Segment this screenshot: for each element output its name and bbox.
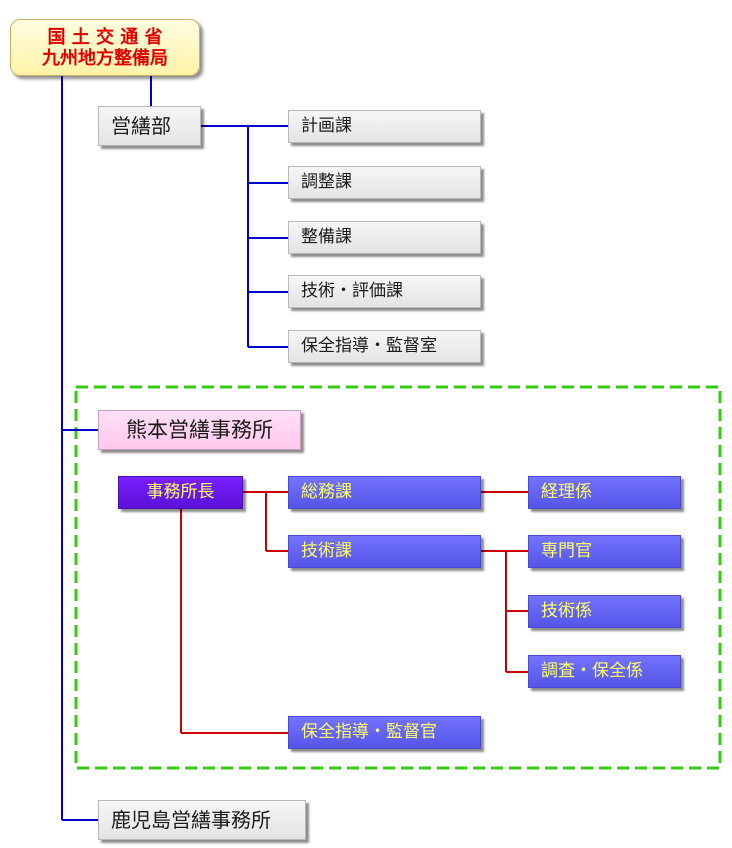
section-label: 技術・評価課 — [301, 281, 403, 301]
soumu-ka-label: 総務課 — [301, 482, 352, 502]
root-line-2: 九州地方整備局 — [42, 47, 168, 69]
soumu-ka-box: 総務課 — [288, 476, 481, 509]
section-label: 計画課 — [301, 116, 352, 136]
root-line-1: 国 土 交 通 省 — [47, 26, 163, 48]
gijutsu-ka-label: 技術課 — [301, 541, 352, 561]
root-ministry-box: 国 土 交 通 省 九州地方整備局 — [10, 19, 200, 76]
kumamoto-office-box: 熊本営繕事務所 — [98, 410, 301, 450]
eizen-bu-box: 営繕部 — [98, 106, 201, 146]
hozen-kan-label: 保全指導・監督官 — [301, 722, 437, 742]
section-label: 保全指導・監督室 — [301, 336, 437, 356]
eizen-bu-label: 営繕部 — [111, 114, 171, 138]
gijutsu-ka-box: 技術課 — [288, 535, 481, 568]
senmonkan-label: 専門官 — [541, 541, 592, 561]
chousa-hozen-kakari-box: 調査・保全係 — [528, 655, 681, 688]
section-label: 調整課 — [301, 172, 352, 192]
kumamoto-dashed-frame — [74, 385, 722, 770]
office-chief-box: 事務所長 — [118, 476, 243, 509]
section-box: 調整課 — [288, 166, 481, 199]
hozen-kan-box: 保全指導・監督官 — [288, 716, 481, 749]
section-box: 整備課 — [288, 221, 481, 254]
keiri-kakari-box: 経理係 — [528, 476, 681, 509]
section-box: 技術・評価課 — [288, 275, 481, 308]
keiri-kakari-label: 経理係 — [541, 482, 592, 502]
gijutsu-kakari-label: 技術係 — [541, 601, 592, 621]
section-label: 整備課 — [301, 227, 352, 247]
senmonkan-box: 専門官 — [528, 535, 681, 568]
kagoshima-office-box: 鹿児島営繕事務所 — [98, 800, 306, 840]
section-box: 計画課 — [288, 110, 481, 143]
red-connectors — [180, 491, 528, 734]
section-box: 保全指導・監督室 — [288, 330, 481, 363]
kumamoto-office-label: 熊本営繕事務所 — [126, 417, 273, 442]
office-chief-label: 事務所長 — [146, 482, 215, 502]
blue-connectors — [61, 76, 288, 821]
chousa-hozen-kakari-label: 調査・保全係 — [541, 661, 643, 681]
kagoshima-office-label: 鹿児島営繕事務所 — [111, 808, 271, 832]
gijutsu-kakari-box: 技術係 — [528, 595, 681, 628]
